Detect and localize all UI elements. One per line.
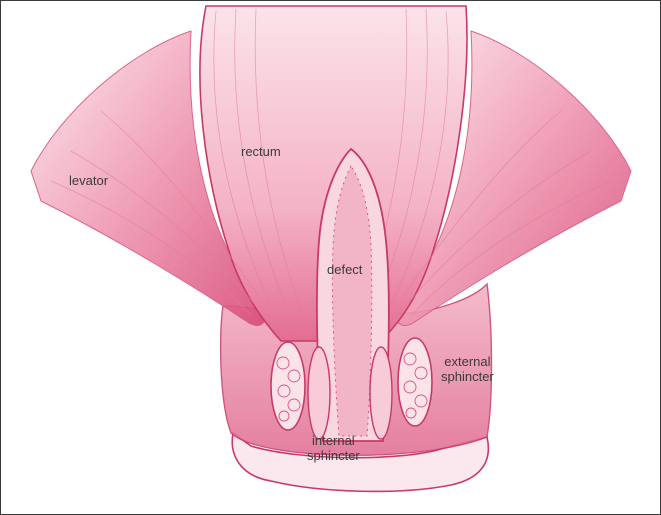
label-external-sphincter: external sphincter bbox=[441, 354, 494, 384]
external-sphincter-right-section bbox=[398, 338, 432, 426]
defect-inner bbox=[332, 166, 371, 436]
label-rectum: rectum bbox=[241, 144, 281, 159]
label-defect: defect bbox=[327, 262, 362, 277]
label-internal-sphincter: internal sphincter bbox=[307, 433, 360, 463]
label-internal-sphincter-line2: sphincter bbox=[307, 448, 360, 463]
internal-sphincter-left bbox=[308, 347, 330, 439]
label-external-sphincter-line2: sphincter bbox=[441, 369, 494, 384]
label-levator: levator bbox=[69, 173, 108, 188]
label-external-sphincter-line1: external bbox=[441, 354, 494, 369]
internal-sphincter-right bbox=[370, 347, 392, 439]
label-internal-sphincter-line1: internal bbox=[307, 433, 360, 448]
